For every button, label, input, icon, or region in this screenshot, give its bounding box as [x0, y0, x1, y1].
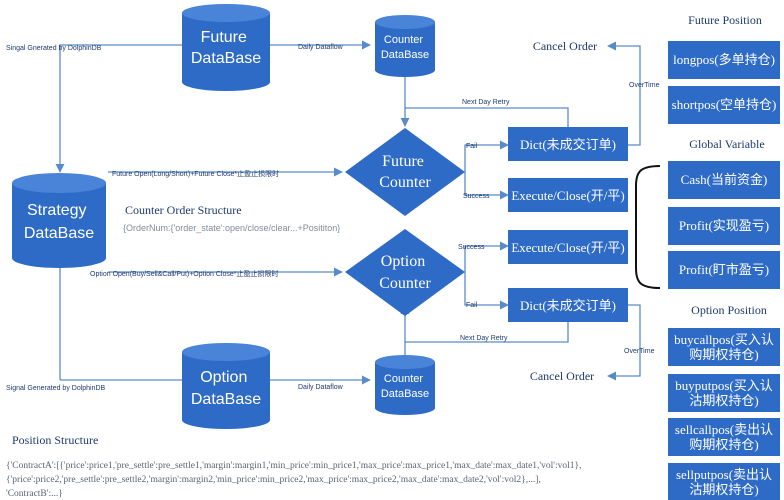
future-counter-line1: Future: [382, 153, 424, 170]
sellputpos-label-1: sellputpos(卖出认: [676, 467, 772, 482]
profit-mtm-label: Profit(盯市盈亏): [679, 262, 769, 277]
counter-order-content: {OrderNum:{'order_state':open/close/clea…: [123, 223, 340, 233]
profit-realized-box: [668, 207, 780, 245]
svg-text:Dict(未成交订单): Dict(未成交订单): [520, 137, 616, 152]
edge-labels: Singal Gnerated by DolphinDB Signal Gene…: [6, 44, 660, 392]
connectors: [55, 40, 641, 385]
global-variable-bracket: [635, 165, 661, 289]
shortpos-label: shortpos(空单持仓): [672, 97, 777, 112]
option-counter-db-line2: DataBase: [381, 388, 429, 400]
buycallpos-label-1: buycallpos(买入认: [674, 332, 774, 347]
buycallpos-label-2: 购期权持仓): [689, 347, 758, 362]
svg-text:Option DataBase: Option DataBase: [191, 369, 261, 408]
future-dict-box: Dict(未成交订单): [508, 127, 628, 161]
svg-text:Execute/Close(开/平): Execute/Close(开/平): [511, 188, 624, 203]
longpos-label: longpos(多单持仓): [673, 52, 775, 67]
option-db-line1: Option: [200, 369, 247, 386]
svg-text:Counter DataBase: Counter DataBase: [381, 34, 429, 61]
profit-mtm-box: [668, 251, 780, 289]
option-open-label: Option Open(Buy/Sell&Call/Put)+Option Cl…: [90, 269, 279, 278]
future-position-title: Future Position: [688, 13, 762, 27]
sellcallpos-label-1: sellcallpos(卖出认: [675, 422, 773, 437]
sellcallpos-label-2: 购期权持仓): [689, 437, 758, 452]
cancel-order-top: Cancel Order: [533, 39, 597, 53]
future-counter-diamond: Future Counter: [345, 128, 465, 216]
cash-box: [668, 161, 780, 199]
future-counter-db-line2: DataBase: [381, 49, 429, 61]
sellcallpos-box: [668, 418, 780, 456]
option-counter-line1: Option: [381, 253, 425, 270]
option-database: Option DataBase: [182, 343, 270, 429]
success-bottom-label: Success: [458, 244, 485, 251]
next-day-top-label: Next Day Retry: [462, 99, 510, 106]
svg-text:Future Counter: Future Counter: [379, 153, 431, 191]
daily-top-label: Daily Dataflow: [298, 44, 344, 51]
future-database: Future DataBase: [182, 4, 270, 91]
overtime-bottom-label: OverTime: [624, 348, 655, 355]
cash-label: Cash(当前资金): [681, 172, 768, 187]
overtime-top-label: OverTime: [629, 82, 660, 89]
future-counter-line2: Counter: [379, 174, 431, 191]
svg-text:Counter DataBase: Counter DataBase: [381, 373, 429, 400]
sellputpos-label-2: 沽期权持仓): [689, 482, 758, 497]
option-db-line2: DataBase: [191, 391, 261, 408]
svg-text:Strategy DataBase: Strategy DataBase: [24, 202, 94, 242]
profit-realized-label: Profit(实现盈亏): [679, 218, 769, 233]
svg-text:Dict(未成交订单): Dict(未成交订单): [520, 298, 616, 313]
position-structure-line1: {'ContractA':[{'price':price1,'pre_settl…: [6, 461, 581, 471]
position-structure-line3: 'ContractB':...}: [6, 489, 63, 499]
option-dict-box: Dict(未成交订单): [508, 288, 628, 322]
fail-bottom-label: Fail: [466, 302, 478, 309]
option-counter-line2: Counter: [379, 275, 431, 292]
future-db-line1: Future: [201, 29, 247, 46]
option-counter-db-line1: Counter: [384, 373, 423, 385]
position-structure-title: Position Structure: [12, 433, 98, 447]
strategy-database: Strategy DataBase: [12, 173, 106, 268]
cancel-order-bottom: Cancel Order: [530, 369, 594, 383]
fail-top-label: Fail: [466, 143, 478, 150]
svg-text:Future DataBase: Future DataBase: [191, 29, 261, 67]
counter-order-title: Counter Order Structure: [125, 203, 242, 217]
future-execute-box: Execute/Close(开/平): [508, 178, 628, 212]
svg-text:Option Counter: Option Counter: [379, 253, 431, 292]
svg-text:Execute/Close(开/平): Execute/Close(开/平): [511, 240, 624, 255]
next-day-bottom-label: Next Day Retry: [460, 335, 508, 342]
shortpos-box: [668, 86, 780, 124]
strategy-db-line2: DataBase: [24, 225, 94, 242]
sellputpos-box: [668, 463, 780, 500]
buyputpos-label-2: 沽期权持仓): [689, 393, 758, 408]
strategy-db-line1: Strategy: [27, 202, 87, 219]
signal-top-label: Singal Gnerated by DolphinDB: [6, 45, 102, 52]
future-open-label: Future Open(Long/Short)+Future Close*止盈止…: [112, 169, 279, 178]
option-position-title: Option Position: [691, 303, 767, 317]
buycallpos-box: [668, 328, 780, 366]
global-variable-items: Cash(当前资金) Profit(实现盈亏) Profit(盯市盈亏): [668, 161, 780, 289]
signal-bottom-label: Signal Generated by DolphinDB: [6, 385, 106, 392]
option-execute-box: Execute/Close(开/平): [508, 230, 628, 264]
future-counter-database: Counter DataBase: [375, 15, 435, 77]
future-position-items: longpos(多单持仓) shortpos(空单持仓): [668, 41, 780, 124]
position-structure-line2: {'price':price2,'pre_settle':pre_settle2…: [6, 475, 541, 485]
option-counter-diamond: Option Counter: [345, 229, 465, 316]
daily-bottom-label: Daily Dataflow: [298, 384, 344, 391]
success-top-label: Success: [463, 193, 490, 200]
option-counter-database: Counter DataBase: [375, 355, 435, 415]
longpos-box: [668, 41, 780, 79]
option-position-items: buycallpos(买入认购期权持仓)buyputpos(买入认沽期权持仓)s…: [668, 328, 780, 500]
global-variable-title: Global Variable: [689, 137, 764, 151]
buyputpos-label-1: buyputpos(买入认: [675, 378, 773, 393]
future-counter-db-line1: Counter: [384, 34, 423, 46]
future-db-line2: DataBase: [191, 50, 261, 67]
buyputpos-box: [668, 374, 780, 412]
